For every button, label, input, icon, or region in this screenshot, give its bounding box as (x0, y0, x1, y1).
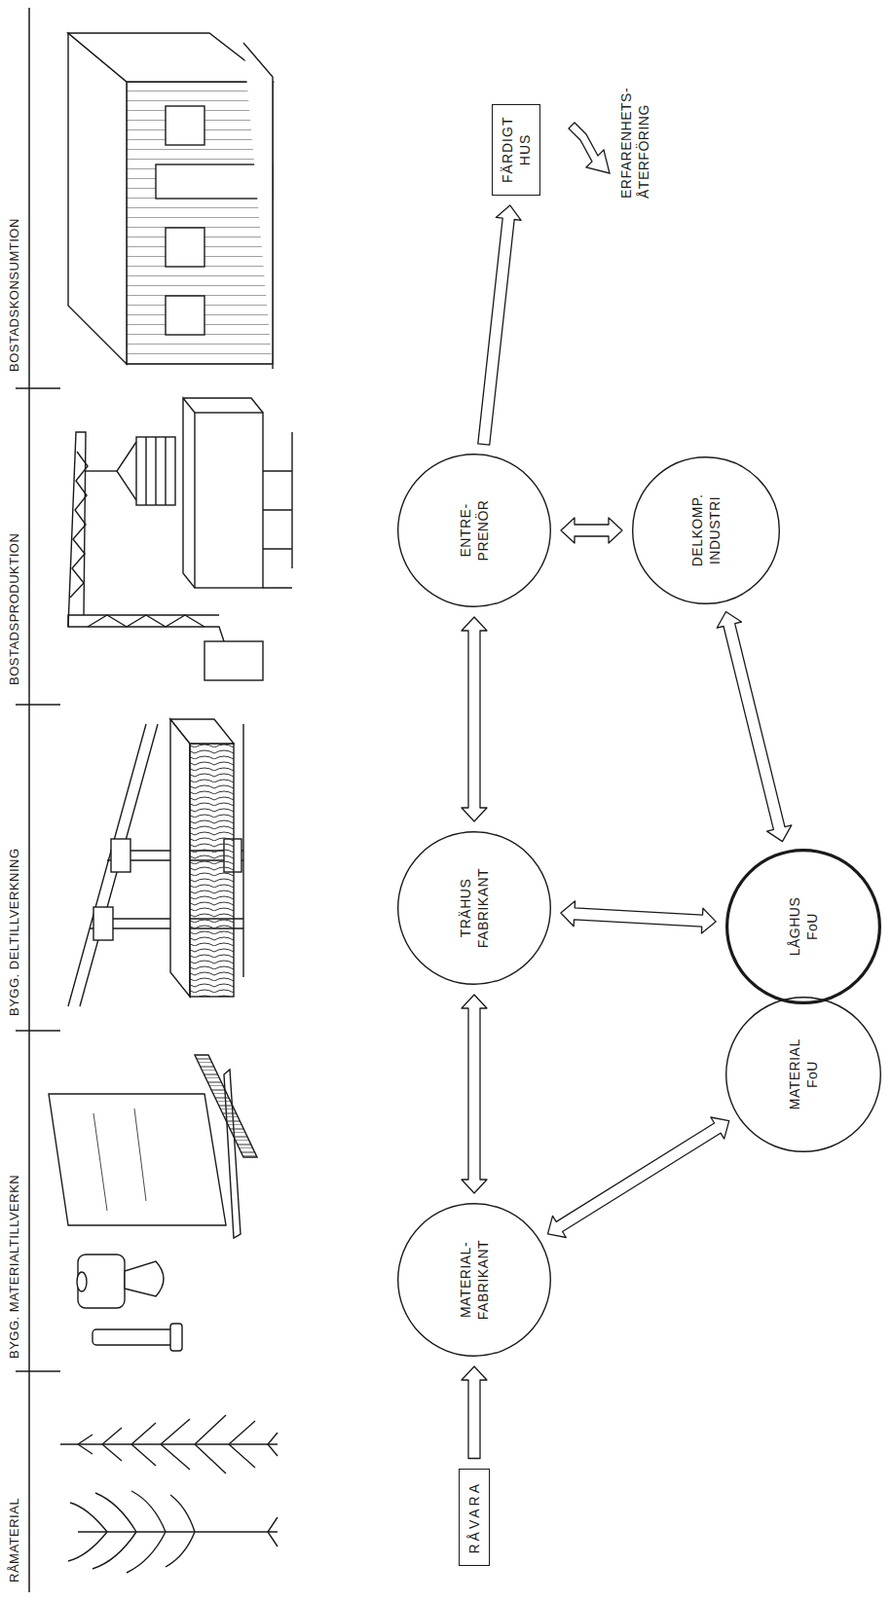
actor-circle: DELKOMP. INDUSTRI (631, 456, 780, 605)
circle-outline (397, 831, 552, 986)
sketch-stroke (243, 42, 273, 370)
sketch-stroke (85, 470, 117, 472)
block-arrow (560, 901, 716, 934)
sketch-stroke (92, 1330, 181, 1346)
column-heading: BYGG. MATERIALTILLVERKN (6, 1175, 23, 1360)
sketch-stroke (68, 1491, 195, 1574)
sketch-stroke (267, 1433, 278, 1457)
process-box: RÅVARA (458, 1469, 490, 1568)
feedback-note: ERFARENHETS- ÅTERFÖRING (617, 87, 653, 199)
sketch-stroke (70, 451, 88, 598)
sketch-stroke (267, 1518, 278, 1548)
block-arrow (478, 205, 521, 446)
sketch-stroke (68, 724, 158, 1007)
column-heading: RÅMATERIAL (6, 1498, 23, 1584)
sketch-stroke (68, 33, 127, 365)
sketch-stroke (170, 719, 234, 744)
circle-outline (631, 456, 780, 605)
sketch-stroke (136, 437, 176, 506)
actor-circle: TRÄHUS FABRIKANT (397, 831, 552, 986)
sketch-stroke (77, 1531, 278, 1533)
column-heading: BOSTADSKONSUMTION (6, 218, 23, 372)
circle-outline (397, 453, 552, 608)
sketch-stroke (15, 387, 61, 390)
sketch-stroke (77, 1255, 125, 1309)
node-label: DELKOMP. INDUSTRI (688, 494, 724, 568)
sketch-stroke (68, 33, 273, 82)
actor-circle: MATERIAL- FABRIKANT (397, 1203, 552, 1358)
actor-circle: LÅGHUS FoU (725, 849, 882, 1005)
sketch-stroke (165, 227, 205, 267)
sketch-stroke (60, 1444, 278, 1446)
sketch-stroke (170, 1324, 183, 1352)
node-label: FÄRDIGT HUS (498, 116, 534, 184)
circle-outline (632, 457, 780, 605)
sketch-stroke (170, 719, 190, 998)
sketch-stroke (194, 412, 263, 589)
feedback-arrow (568, 122, 610, 174)
sketch-stroke (111, 839, 131, 873)
node-label: ENTRE- PRENÖR (456, 500, 492, 562)
sketch-stroke (204, 641, 263, 681)
block-arrow (716, 612, 792, 843)
sketch-stroke (48, 1094, 226, 1226)
sketch-stroke (165, 296, 205, 335)
node-label: LÅGHUS FoU (785, 897, 821, 958)
sketch-stroke (77, 1415, 256, 1475)
sketch-stroke (116, 442, 137, 501)
circle-outline (725, 997, 882, 1153)
sketch-stroke (165, 106, 205, 146)
column-heading: BYGG. DELTILLVERKNING (6, 848, 23, 1017)
node-label: MATERIAL- FABRIKANT (456, 1240, 492, 1321)
block-arrow (461, 1367, 487, 1460)
house-sketch (68, 33, 273, 370)
circle-outline (398, 454, 552, 608)
sketch-stroke (183, 398, 263, 589)
header-rule (15, 7, 61, 1594)
circle-outline (725, 849, 882, 1005)
node-label: TRÄHUS FABRIKANT (456, 868, 492, 949)
sketch-stroke (15, 704, 61, 706)
sketch-stroke (93, 1109, 147, 1212)
actor-circle: MATERIAL FoU (725, 997, 882, 1153)
sketch-stroke (15, 1030, 61, 1033)
circle-outline (397, 1203, 552, 1358)
circle-outline (726, 998, 882, 1153)
sketch-stroke (28, 7, 31, 1594)
sketch-stroke (76, 1272, 87, 1293)
sketch-stroke (568, 122, 610, 174)
component-sketch (68, 719, 244, 1007)
crane-sketch (68, 398, 293, 681)
sketch-stroke (146, 437, 166, 506)
sketch-stroke (194, 1055, 258, 1158)
sketch-stroke (93, 907, 113, 941)
sketch-stroke (262, 432, 293, 589)
node-label: MATERIAL FoU (785, 1039, 821, 1111)
sketch-stroke (189, 743, 234, 998)
block-arrow (548, 1117, 730, 1239)
actor-circle: ENTRE- PRENÖR (397, 453, 552, 608)
block-arrow (461, 995, 487, 1194)
column-heading: BOSTADSPRODUKTION (6, 533, 23, 686)
sketch-stroke (124, 1262, 164, 1298)
circle-outline (398, 832, 552, 986)
circle-outline (727, 851, 881, 1004)
node-label: RÅVARA (465, 1482, 483, 1556)
block-arrow (560, 518, 623, 544)
sketch-stroke (68, 615, 224, 642)
process-box: FÄRDIGT HUS (491, 104, 541, 196)
sketch-stroke (87, 615, 205, 628)
sketch-stroke (242, 724, 244, 978)
circle-outline (398, 1204, 552, 1358)
tree-sketch (60, 1415, 278, 1574)
block-arrow (461, 617, 487, 822)
building-material-sketch (48, 1055, 258, 1352)
sketch-stroke (15, 1371, 61, 1374)
